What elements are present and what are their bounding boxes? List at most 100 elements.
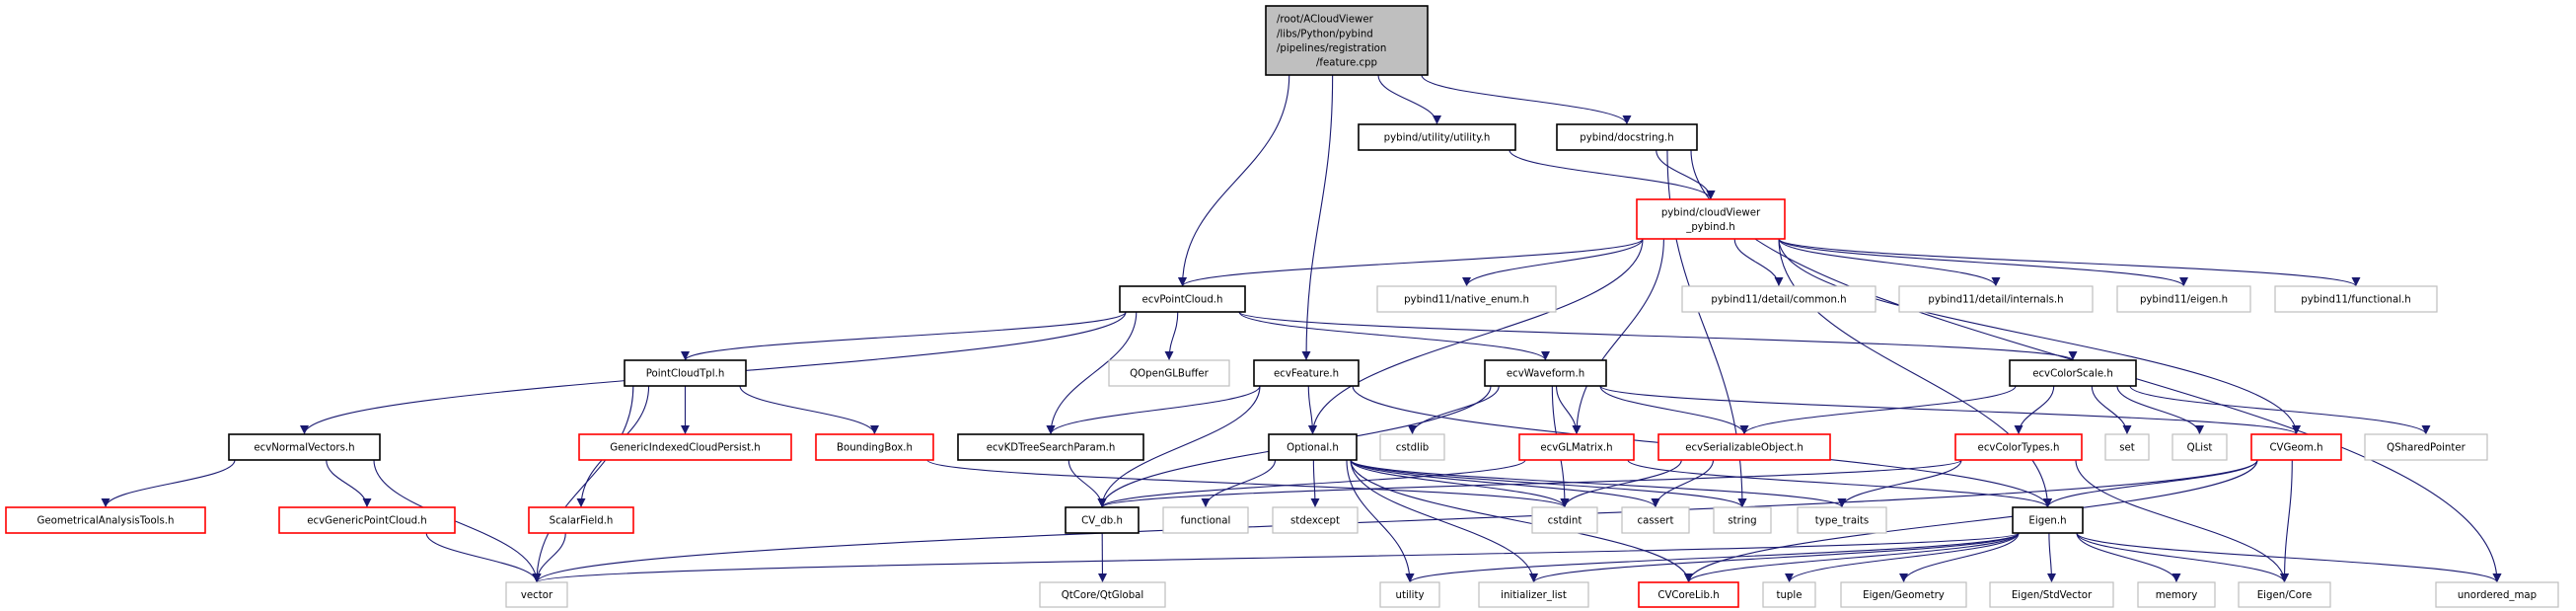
node-box <box>1039 581 1166 608</box>
node-vector: vector <box>505 581 568 608</box>
edge-root-to-util <box>1377 74 1441 125</box>
node-initializer_list: initializer_list <box>1478 581 1589 608</box>
node-genericpointcloud[interactable]: ecvGenericPointCloud.h <box>278 506 456 534</box>
node-cvdb[interactable]: CV_db.h <box>1065 506 1140 534</box>
edge-colorscale-to-set <box>2091 385 2132 435</box>
node-string: string <box>1713 506 1772 534</box>
node-label: BoundingBox.h <box>837 443 913 454</box>
edge-eigen-to-eigen_core <box>2076 532 2289 583</box>
node-box <box>1478 581 1589 608</box>
node-box <box>1108 359 1230 387</box>
node-box <box>2104 433 2150 461</box>
node-box <box>957 433 1144 461</box>
node-util[interactable]: pybind/utility/utility.h <box>1358 123 1516 151</box>
edge-eigen-to-memory <box>2076 532 2181 583</box>
edge-pointcloud-to-pointcloudtpl <box>681 311 1127 361</box>
node-box <box>1621 506 1690 534</box>
node-root[interactable]: /root/ACloudViewer/libs/Python/pybind/pi… <box>1265 5 1429 76</box>
node-label: pybind11/functional.h <box>2301 295 2411 306</box>
node-optional[interactable]: Optional.h <box>1268 433 1358 461</box>
node-qtglobal: QtCore/QtGlobal <box>1039 581 1166 608</box>
node-genericindexed[interactable]: GenericIndexedCloudPersist.h <box>578 433 792 461</box>
node-colorscale[interactable]: ecvColorScale.h <box>2009 359 2137 387</box>
node-cvpybind[interactable]: pybind/cloudViewer_pybind.h <box>1636 198 1786 240</box>
edge-cvpybind-to-glmatrix <box>1572 238 1664 435</box>
node-label: QtCore/QtGlobal <box>1062 590 1144 601</box>
node-cstdint: cstdint <box>1531 506 1598 534</box>
node-label: cstdlib <box>1396 443 1430 454</box>
edge-feature-to-kdtree <box>1046 385 1261 435</box>
edge-cvpybind-to-pb_eigen <box>1778 238 2188 287</box>
node-label: pybind11/eigen.h <box>2140 295 2228 306</box>
node-pointcloud[interactable]: ecvPointCloud.h <box>1119 285 1246 313</box>
edge-colorscale-to-qlist <box>2116 385 2204 435</box>
edge-eigen-to-cvcorelib <box>1684 532 2020 583</box>
node-eigen[interactable]: Eigen.h <box>2012 506 2084 534</box>
edge-serializable-to-cassert <box>1651 459 1715 508</box>
node-box <box>1162 506 1249 534</box>
node-box <box>2435 581 2559 608</box>
node-cvgeom[interactable]: CVGeom.h <box>2250 433 2342 461</box>
node-label: pybind/utility/utility.h <box>1384 133 1491 144</box>
node-box <box>1681 285 1877 313</box>
node-label: tuple <box>1776 590 1802 601</box>
node-normalvectors[interactable]: ecvNormalVectors.h <box>228 433 381 461</box>
node-geomtools[interactable]: GeometricalAnalysisTools.h <box>5 506 206 534</box>
edge-colorscale-to-qsharedpointer <box>2129 385 2431 435</box>
node-label: CVGeom.h <box>2269 443 2322 454</box>
node-native_enum: pybind11/native_enum.h <box>1376 285 1557 313</box>
node-label: /libs/Python/pybind <box>1277 29 1373 39</box>
node-waveform[interactable]: ecvWaveform.h <box>1484 359 1607 387</box>
node-pointcloudtpl[interactable]: PointCloudTpl.h <box>624 359 747 387</box>
edge-colorscale-to-serializable <box>1739 385 2017 435</box>
node-box <box>278 506 456 534</box>
node-box <box>1268 433 1358 461</box>
edge-cvpybind-to-optional <box>1308 238 1644 435</box>
node-label: Eigen/Geometry <box>1863 590 1945 601</box>
node-box <box>1556 123 1698 151</box>
edge-boundingbox-to-cstdint <box>926 459 1570 508</box>
node-doc[interactable]: pybind/docstring.h <box>1556 123 1698 151</box>
node-boundingbox[interactable]: BoundingBox.h <box>815 433 934 461</box>
node-feature[interactable]: ecvFeature.h <box>1253 359 1360 387</box>
node-box <box>505 581 568 608</box>
node-label: ecvSerializableObject.h <box>1685 443 1803 454</box>
node-glmatrix[interactable]: ecvGLMatrix.h <box>1518 433 1635 461</box>
node-label: /root/ACloudViewer <box>1277 15 1374 26</box>
node-label: ecvPointCloud.h <box>1142 295 1223 306</box>
edge-pointcloudtpl-to-boundingbox <box>739 385 879 435</box>
node-colortypes[interactable]: ecvColorTypes.h <box>1954 433 2083 461</box>
node-type_traits: type_traits <box>1797 506 1887 534</box>
edge-pointcloud-to-waveform <box>1238 311 1550 361</box>
node-box <box>1989 581 2114 608</box>
node-box <box>1379 581 1440 608</box>
node-label: Eigen/Core <box>2257 590 2312 601</box>
node-unordered_map: unordered_map <box>2435 581 2559 608</box>
node-box <box>2238 581 2331 608</box>
node-detail_common: pybind11/detail/common.h <box>1681 285 1877 313</box>
node-cvcorelib[interactable]: CVCoreLib.h <box>1638 581 1739 608</box>
node-label: pybind/docstring.h <box>1580 133 1673 144</box>
node-cstdlib: cstdlib <box>1379 433 1445 461</box>
edge-cvpybind-to-cvgeom <box>1778 238 2301 435</box>
node-box <box>1484 359 1607 387</box>
node-utility: utility <box>1379 581 1440 608</box>
node-label: QSharedPointer <box>2387 443 2466 454</box>
node-box <box>1253 359 1360 387</box>
edge-colorscale-to-colortypes <box>2014 385 2055 435</box>
edge-scalarfield-to-vector <box>532 532 566 583</box>
node-box <box>2364 433 2488 461</box>
node-kdtree[interactable]: ecvKDTreeSearchParam.h <box>957 433 1144 461</box>
node-label: unordered_map <box>2458 590 2537 601</box>
edge-optional-to-cassert <box>1350 459 1660 508</box>
node-box <box>2250 433 2342 461</box>
node-scalarfield[interactable]: ScalarField.h <box>528 506 634 534</box>
node-box <box>1265 5 1429 76</box>
edge-eigen-to-unordered_map <box>2076 532 2502 583</box>
node-label: QOpenGLBuffer <box>1130 369 1210 380</box>
node-serializable[interactable]: ecvSerializableObject.h <box>1657 433 1831 461</box>
edge-colortypes-to-type_traits <box>1837 459 1962 508</box>
edge-eigen-to-utility <box>1405 532 2020 583</box>
node-box <box>1638 581 1739 608</box>
